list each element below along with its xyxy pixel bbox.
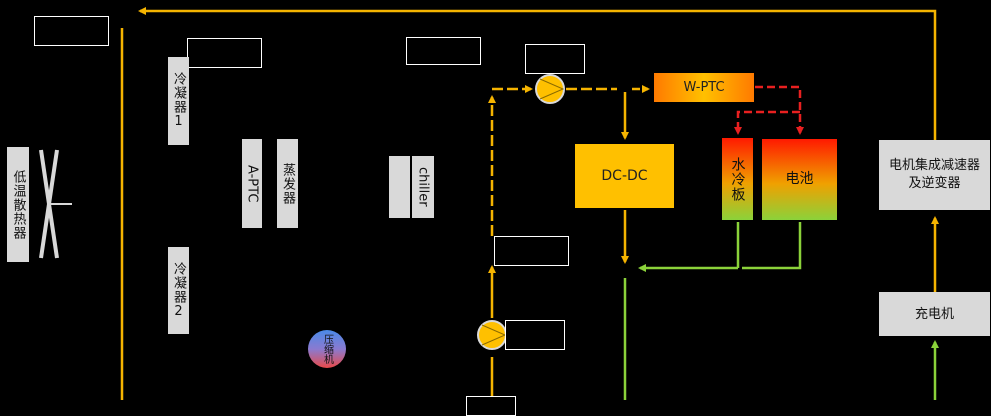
motor-inverter-label: 电机集成减速器及逆变器 [888, 158, 980, 191]
w-ptc-label: W-PTC [683, 80, 725, 95]
battery-label: 电池 [785, 171, 814, 187]
placeholder-box-5 [494, 236, 569, 266]
charger-label: 充电机 [914, 306, 954, 322]
placeholder-box-7 [466, 396, 516, 416]
condenser-1-label: 冷凝器1 [171, 72, 186, 130]
pump-1-icon [535, 74, 565, 104]
chiller-panel: chiller [412, 156, 434, 218]
evaporator: 蒸发器 [277, 139, 298, 228]
a-ptc: A-PTC [242, 139, 262, 228]
thermal-system-diagram: 低温散热器 冷凝器1 冷凝器2 A-PTC 蒸发器 chiller 压缩机 DC… [7, 7, 990, 416]
water-cold-plate: 水冷板 [722, 138, 753, 220]
flow-lines [39, 7, 939, 400]
condenser-1: 冷凝器1 [168, 57, 189, 145]
placeholder-box-4 [525, 44, 585, 74]
dc-dc-label: DC-DC [601, 167, 648, 184]
dc-dc: DC-DC [575, 144, 674, 208]
motor-inverter: 电机集成减速器及逆变器 [879, 140, 990, 210]
battery: 电池 [762, 139, 837, 220]
compressor: 压缩机 [308, 330, 346, 368]
wptc-out-line [755, 85, 804, 135]
wptc-branch-line [734, 110, 800, 135]
placeholder-box-2 [187, 38, 262, 68]
water-cold-plate-label: 水冷板 [729, 156, 746, 202]
a-ptc-label: A-PTC [244, 164, 260, 203]
w-ptc: W-PTC [654, 73, 754, 102]
condenser-2: 冷凝器2 [168, 247, 189, 334]
low-temp-radiator: 低温散热器 [7, 147, 29, 262]
charger: 充电机 [879, 292, 990, 336]
placeholder-box-6 [505, 320, 565, 350]
placeholder-box-3 [406, 37, 481, 65]
top-return-line [138, 7, 937, 140]
condenser-2-label: 冷凝器2 [171, 261, 186, 320]
pump-2-icon [477, 320, 507, 350]
evaporator-label: 蒸发器 [280, 162, 295, 205]
chiller [389, 156, 410, 218]
low-temp-radiator-label: 低温散热器 [10, 169, 26, 240]
placeholder-box-1 [34, 16, 109, 46]
fan-icon [39, 149, 72, 259]
compressor-label: 压缩机 [321, 334, 333, 364]
battery-return-line [742, 222, 802, 270]
chiller-label: chiller [415, 167, 431, 207]
